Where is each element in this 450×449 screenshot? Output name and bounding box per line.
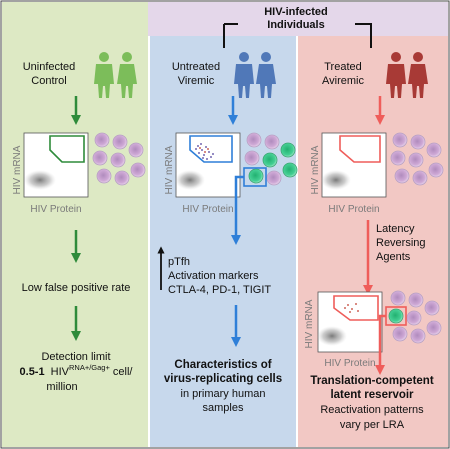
untreated-title-2: Viremic — [178, 75, 215, 87]
reservoir-line2: latent reservoir — [330, 389, 414, 401]
header-line1: HIV-infected — [264, 6, 328, 18]
panel-untreated — [150, 36, 296, 447]
marker-ptfh: pTfh — [168, 256, 190, 268]
lra-line2: Reversing — [376, 237, 426, 249]
treated-x-axis-label: HIV Protein — [328, 204, 379, 215]
reservoir-line3: Reactivation patterns — [320, 404, 424, 416]
person-female-icon — [256, 52, 276, 98]
detection-limit-line2: 0.5-1 HIVRNA+/Gag+ cell/ — [20, 363, 134, 378]
treated-lra-y-axis-label: HIV mRNA — [304, 299, 315, 348]
characteristics-line3: in primary human — [181, 388, 266, 400]
lra-line3: Agents — [376, 251, 411, 263]
marker-checkpoints: CTLA-4, PD-1, TIGIT — [168, 284, 271, 296]
header-line2: Individuals — [267, 19, 324, 31]
marker-activation: Activation markers — [168, 270, 259, 282]
cell-cluster-treated — [390, 132, 444, 186]
cell-cluster-untreated — [244, 132, 298, 186]
person-male-icon — [234, 52, 254, 98]
person-male-icon — [386, 52, 406, 98]
treated-connector — [375, 314, 386, 375]
flow-plot-treated — [321, 132, 387, 198]
person-female-icon — [117, 52, 137, 98]
uninfected-x-axis-label: HIV Protein — [30, 204, 81, 215]
header-band — [148, 2, 448, 36]
untreated-y-axis-label: HIV mRNA — [164, 145, 175, 194]
treated-title-2: Aviremic — [322, 75, 364, 87]
detection-limit-line1: Detection limit — [41, 351, 110, 363]
detection-suffix: cell/ — [110, 366, 134, 378]
untreated-title-1: Untreated — [172, 61, 220, 73]
untreated-x-axis-label: HIV Protein — [182, 204, 233, 215]
detection-range: 0.5-1 — [20, 366, 45, 378]
treated-lra-x-axis-label: HIV Protein — [324, 358, 375, 369]
characteristics-line1: Characteristics of — [174, 359, 271, 371]
person-female-icon — [408, 52, 428, 98]
reservoir-line4: vary per LRA — [340, 419, 405, 431]
uninfected-title-2: Control — [31, 75, 66, 87]
cell-cluster-uninfected — [92, 132, 146, 186]
untreated-connector — [231, 175, 244, 245]
uninfected-title-1: Uninfected — [23, 61, 76, 73]
panel-treated — [298, 36, 448, 447]
uninfected-y-axis-label: HIV mRNA — [12, 145, 23, 194]
person-male-icon — [94, 52, 114, 98]
detection-superscript: RNA+/Gag+ — [69, 363, 110, 372]
flow-plot-untreated — [175, 132, 241, 198]
treated-title-1: Treated — [324, 61, 362, 73]
treated-y-axis-label: HIV mRNA — [310, 145, 321, 194]
flow-plot-treated-lra — [317, 291, 383, 353]
characteristics-line2: virus-replicating cells — [164, 373, 282, 385]
characteristics-line4: samples — [203, 402, 244, 414]
detection-hiv: HIV — [51, 366, 70, 378]
flow-plot-uninfected — [23, 132, 89, 198]
header-bracket — [223, 23, 372, 48]
reservoir-line1: Translation-competent — [310, 375, 433, 387]
detection-limit-line3: million — [46, 381, 77, 393]
cell-cluster-treated-lra — [388, 290, 442, 344]
false-positive-text: Low false positive rate — [22, 282, 131, 294]
lra-line1: Latency — [376, 223, 415, 235]
